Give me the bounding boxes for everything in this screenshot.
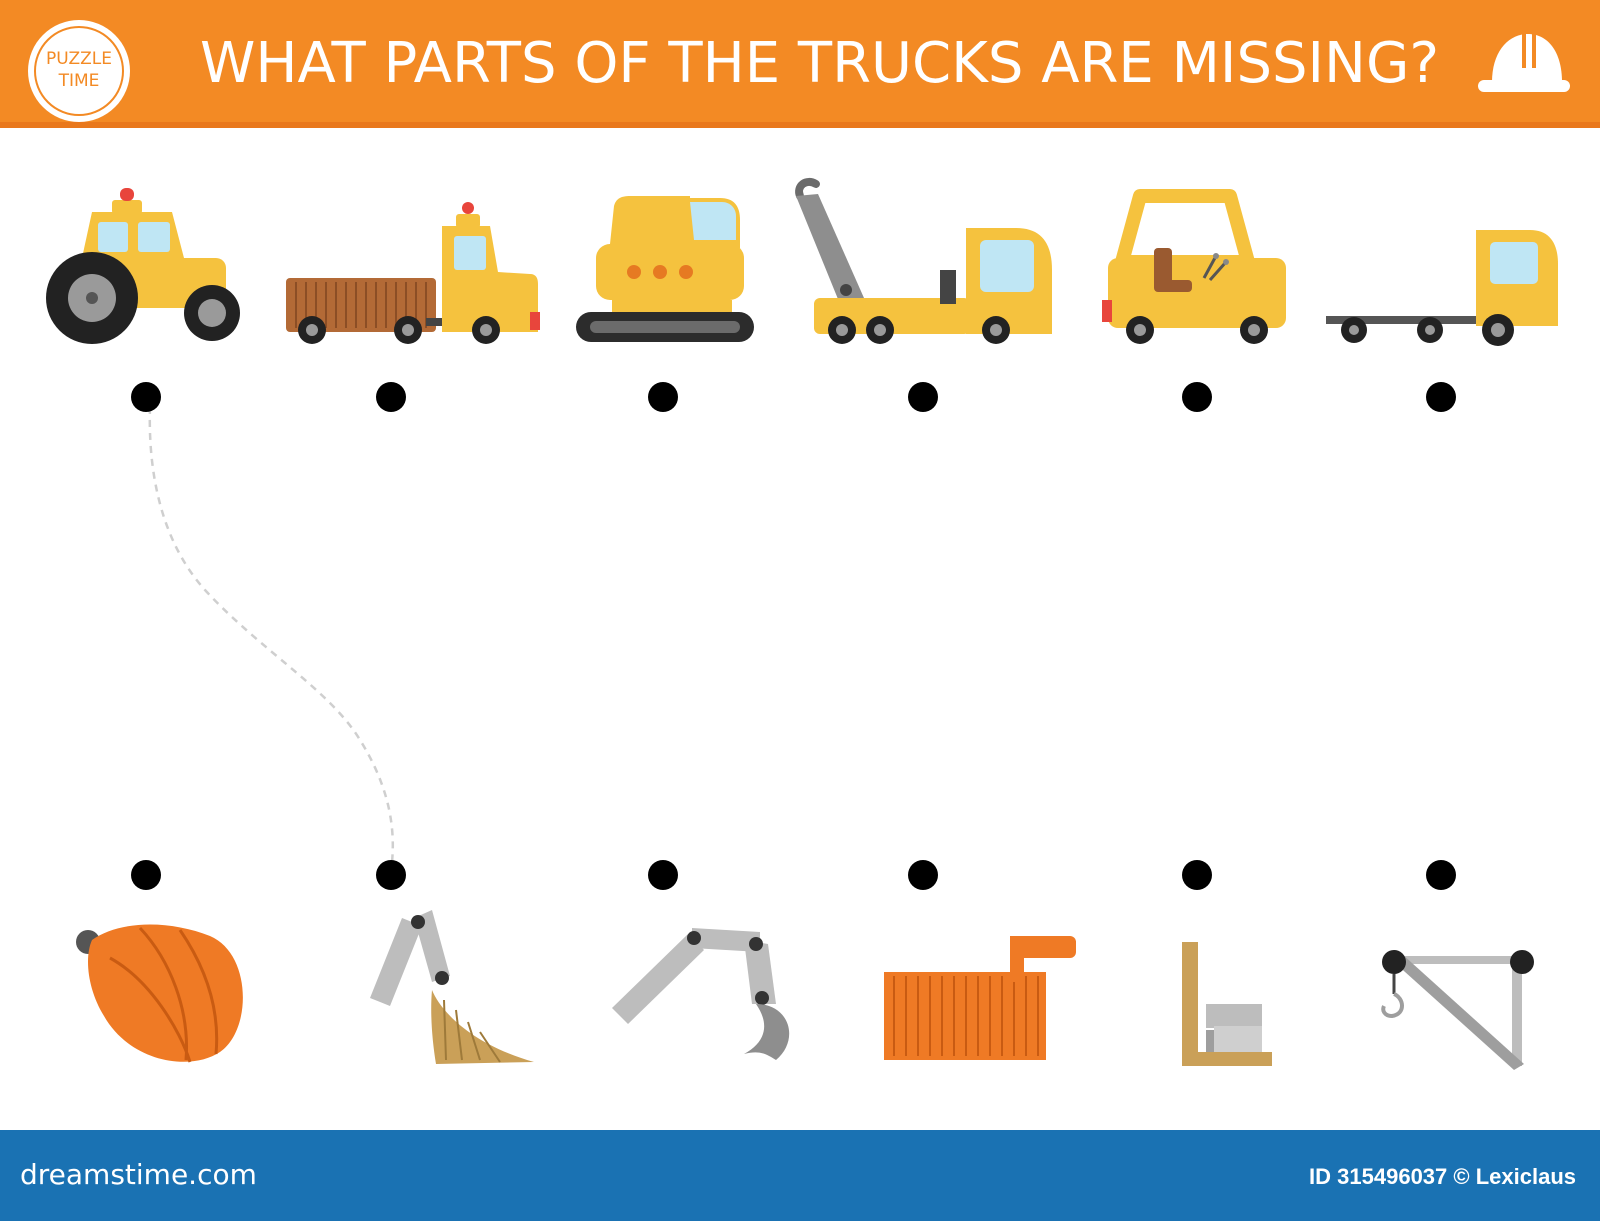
crane-boom-with-hook-icon [1381, 950, 1534, 1070]
forklift-without-fork-icon [1102, 189, 1286, 344]
part-dot-3[interactable] [648, 860, 678, 890]
truck-dot-1[interactable] [131, 382, 161, 412]
loader-arm-with-bucket-icon [370, 910, 534, 1064]
part-dot-4[interactable] [908, 860, 938, 890]
puzzle-scene [46, 177, 1558, 1070]
footer-bar: dreamstime.com ID 315496037 © Lexiclaus [0, 1130, 1600, 1221]
truck-dot-3[interactable] [648, 382, 678, 412]
part-dot-1[interactable] [131, 860, 161, 890]
badge-line2: TIME [58, 71, 100, 91]
truck-dot-4[interactable] [908, 382, 938, 412]
part-dot-6[interactable] [1426, 860, 1456, 890]
badge-ring [34, 26, 124, 116]
dump-truck-without-bed-icon [286, 202, 540, 344]
title-banner: PUZZLE TIME WHAT PARTS OF THE TRUCKS ARE… [0, 0, 1600, 128]
concrete-mixer-drum-icon [76, 924, 243, 1063]
page-title: WHAT PARTS OF THE TRUCKS ARE MISSING? [200, 31, 1440, 96]
footer-brand: dreamstime.com [20, 1158, 257, 1191]
tractor-icon [46, 188, 240, 344]
dump-body-icon [884, 936, 1076, 1060]
badge-line1: PUZZLE [46, 49, 112, 69]
hard-hat-icon [1478, 34, 1570, 92]
part-dot-5[interactable] [1182, 860, 1212, 890]
truck-dot-6[interactable] [1426, 382, 1456, 412]
truck-dot-2[interactable] [376, 382, 406, 412]
truck-dot-5[interactable] [1182, 382, 1212, 412]
excavator-arm-icon [612, 928, 790, 1060]
flatbed-truck-icon [1326, 230, 1558, 346]
tow-truck-icon [795, 177, 1052, 344]
puzzle-time-badge: PUZZLE TIME [28, 20, 130, 122]
excavator-without-arm-icon [576, 196, 754, 342]
forklift-fork-with-load-icon [1182, 942, 1272, 1066]
part-dot-2[interactable] [376, 860, 406, 890]
footer-image-id: ID 315496037 © Lexiclaus [1309, 1164, 1576, 1189]
example-connection-line [148, 406, 395, 863]
